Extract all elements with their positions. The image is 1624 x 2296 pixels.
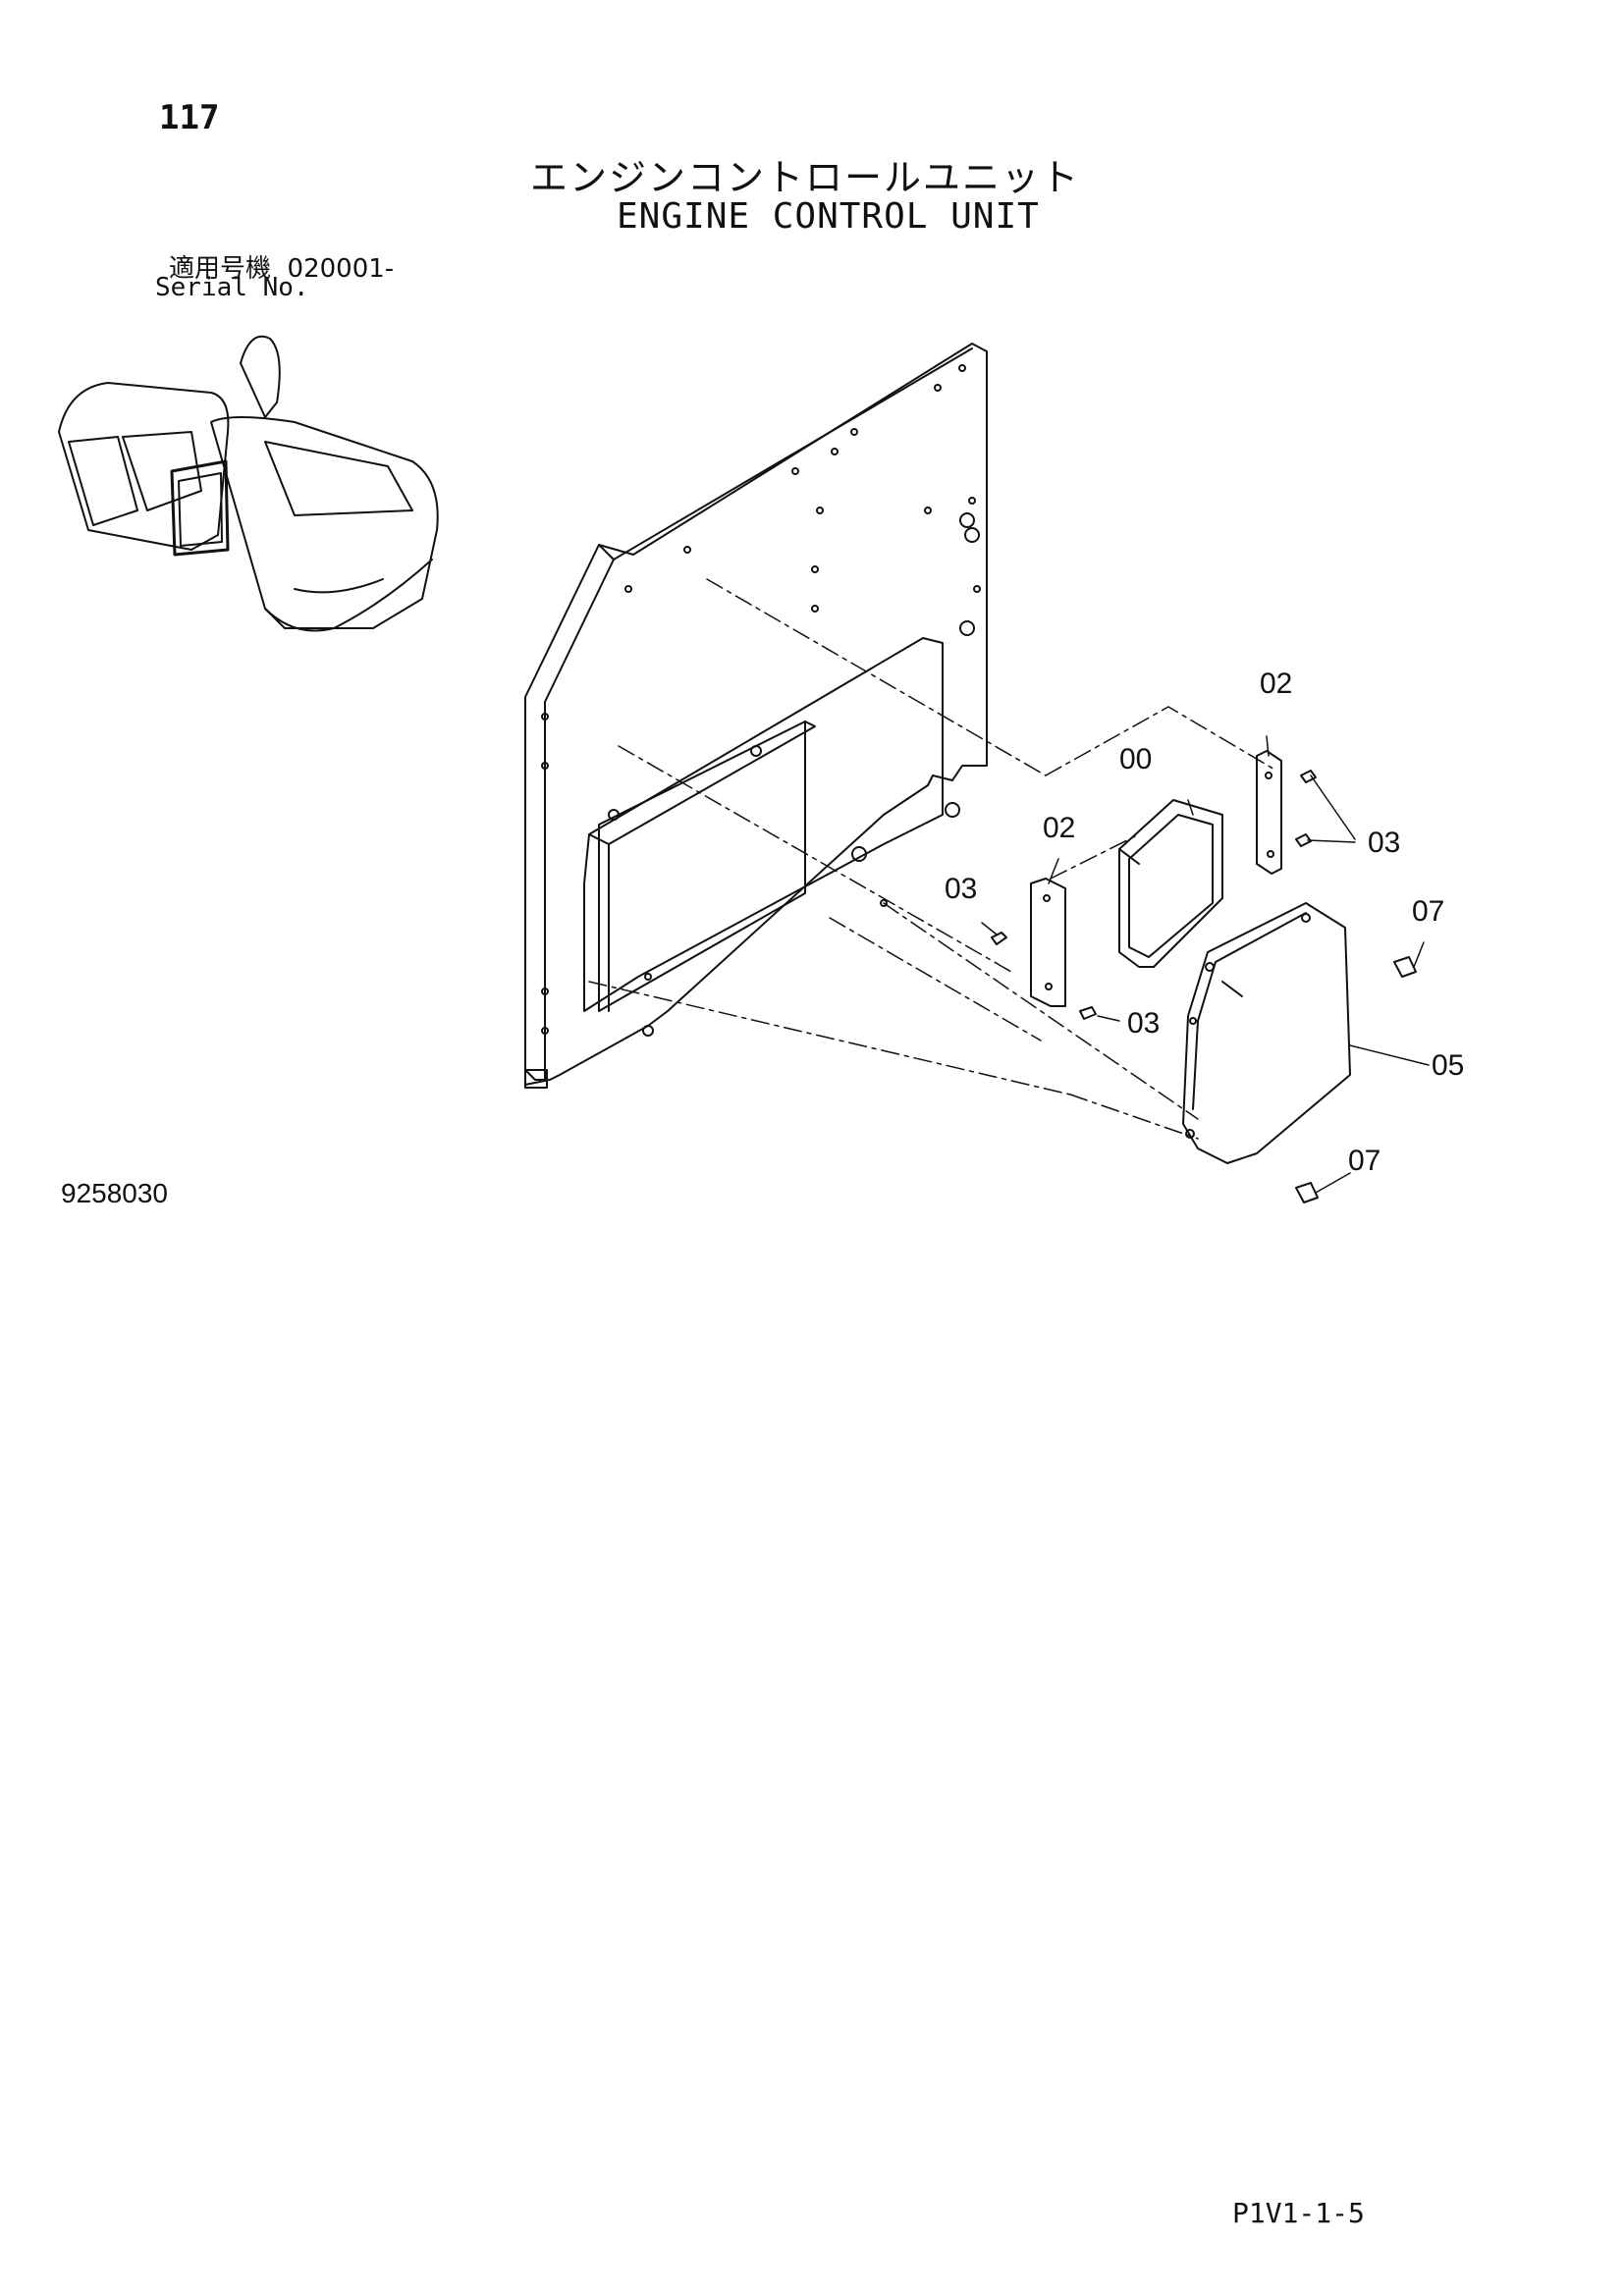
leader-lines (981, 735, 1430, 1194)
callout-label: 07 (1412, 895, 1444, 928)
callout-label: 03 (1368, 827, 1400, 859)
serial-label-ja-text: 適用号機 (169, 254, 272, 284)
bolts (991, 770, 1417, 1203)
page-reference: P1V1-1-5 (1232, 2197, 1365, 2229)
callout-label: 02 (1260, 667, 1292, 700)
callout-label: 02 (1043, 812, 1075, 844)
mounting-panel (524, 343, 988, 1089)
callout-label: 00 (1119, 743, 1152, 775)
engine-control-unit (1118, 799, 1223, 968)
cover-plate (1182, 902, 1351, 1164)
bracket-left (1030, 878, 1066, 1007)
callout-label: 03 (945, 873, 977, 905)
callout-labels: 02 00 02 03 03 07 03 05 07 (945, 667, 1464, 1177)
drawing-number: 9258030 (61, 1178, 169, 1208)
serial-label-english: Serial No. (155, 273, 309, 302)
page-number: 117 (159, 98, 220, 137)
callout-label: 07 (1348, 1145, 1380, 1177)
title-japanese: エンジンコントロールユニット (530, 156, 1081, 199)
serial-label-japanese: 適用号機 020001- (169, 248, 394, 285)
machine-overview-thumbnail (58, 335, 439, 632)
serial-range: 020001- (287, 254, 395, 284)
bracket-right (1256, 750, 1282, 875)
title-english: ENGINE CONTROL UNIT (617, 196, 1040, 237)
alignment-lines (588, 578, 1277, 1140)
callout-label: 05 (1432, 1049, 1464, 1082)
callout-label: 03 (1127, 1007, 1160, 1040)
